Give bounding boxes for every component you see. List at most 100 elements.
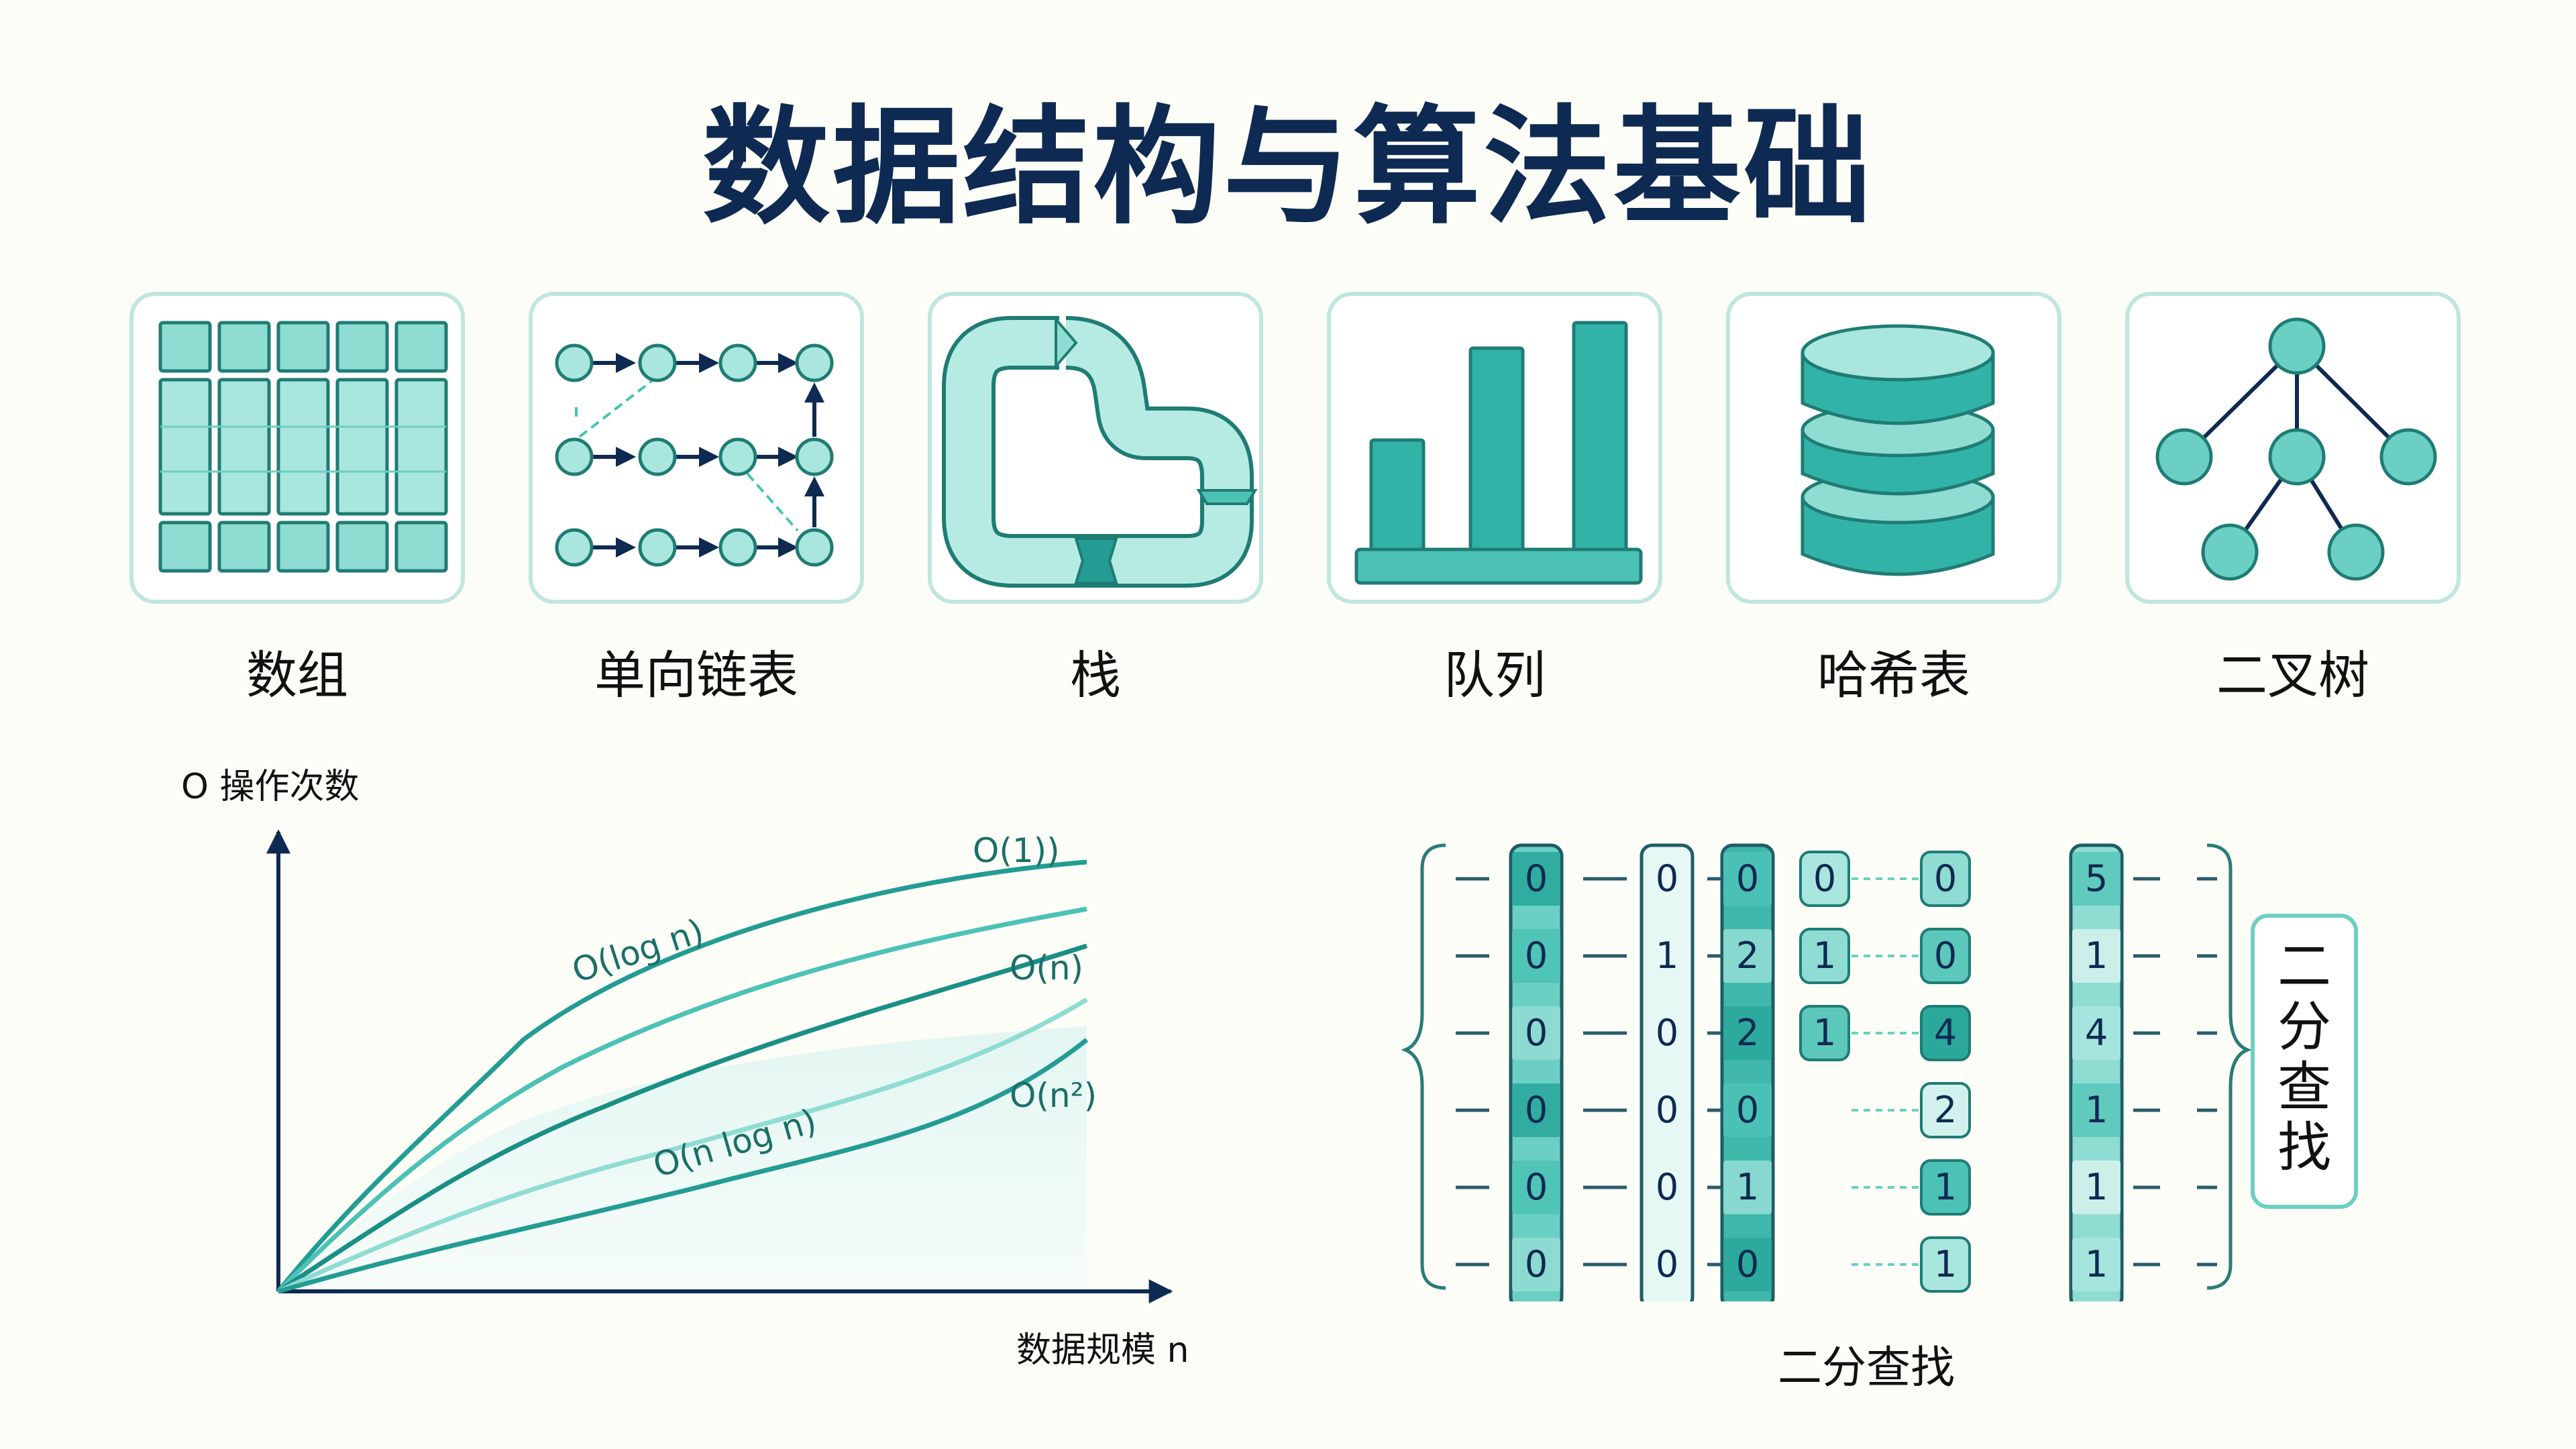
search-cell xyxy=(1512,1083,1560,1137)
binary-tree-card xyxy=(2125,292,2461,604)
curve-ologn xyxy=(276,906,1087,1293)
search-cell-value: 4 xyxy=(1934,1012,1957,1054)
queue-card xyxy=(1327,292,1662,604)
side-char-4: 找 xyxy=(2277,1116,2331,1179)
search-cell xyxy=(1512,852,1560,906)
search-cell xyxy=(2072,929,2121,983)
label-ologn: O(log n) xyxy=(568,912,708,991)
search-cell-value: 0 xyxy=(1934,857,1957,900)
search-cell-value: 1 xyxy=(1813,1012,1836,1054)
search-cell xyxy=(1723,929,1772,983)
binary-tree-label: 二叉树 xyxy=(2216,645,2369,705)
search-cell xyxy=(2072,1161,2121,1214)
tree-icon xyxy=(2155,317,2437,581)
linked-list-label: 单向链表 xyxy=(594,645,798,705)
search-column xyxy=(1720,843,1775,1301)
linked-list-card xyxy=(529,292,864,604)
search-cell-value: 1 xyxy=(2085,1166,2108,1208)
hash-table-label: 哈希表 xyxy=(1817,645,1970,705)
pipe-loop-icon xyxy=(942,315,1258,588)
y-axis-label: O 操作次数 xyxy=(181,767,359,807)
stack-label: 栈 xyxy=(1070,645,1121,705)
search-cell-value: 4 xyxy=(2085,1012,2108,1054)
search-cell xyxy=(1723,1083,1772,1137)
label-o1: O(1)) xyxy=(973,831,1060,870)
array-card xyxy=(129,292,465,604)
search-cell xyxy=(1512,929,1560,983)
search-cell xyxy=(1920,1005,1971,1061)
search-cell-value: 0 xyxy=(1656,857,1678,900)
search-cell-value: 0 xyxy=(1525,1243,1548,1285)
search-cell xyxy=(1920,1159,1971,1216)
search-cell-value: 0 xyxy=(1736,1243,1759,1285)
search-cell-value: 1 xyxy=(1934,1166,1957,1208)
search-cell-value: 0 xyxy=(1525,1012,1548,1054)
search-cell xyxy=(1920,1082,1971,1138)
database-cylinder-icon xyxy=(1801,324,1995,576)
search-cell xyxy=(1799,928,1850,984)
queue-label: 队列 xyxy=(1444,645,1546,705)
search-cell-value: 1 xyxy=(1736,1166,1759,1208)
linked-nodes-icon xyxy=(555,343,834,567)
search-cell xyxy=(1920,1236,1971,1293)
search-cell xyxy=(2072,1083,2121,1137)
hash-table-card xyxy=(1726,292,2061,604)
search-cell xyxy=(2072,1238,2121,1291)
search-cell-value: 0 xyxy=(1656,1243,1678,1285)
search-cell-value: 0 xyxy=(1525,1166,1548,1208)
search-cell-value: 5 xyxy=(2085,857,2108,900)
search-cell xyxy=(1512,1238,1560,1291)
search-cell-value: 0 xyxy=(1813,857,1836,900)
search-column xyxy=(1640,843,1695,1301)
search-cell xyxy=(1723,1238,1772,1291)
side-char-3: 查 xyxy=(2277,1056,2331,1118)
search-cell xyxy=(1799,1005,1850,1061)
search-cell-value: 1 xyxy=(2085,1243,2108,1285)
binary-search-side-box: 二 分 查 找 xyxy=(2251,914,2358,1209)
search-cell-value: 1 xyxy=(2085,934,2108,977)
search-cell-value: 0 xyxy=(1525,1089,1548,1131)
search-cell xyxy=(2072,1006,2121,1060)
search-cell xyxy=(1512,1161,1560,1214)
search-cell-value: 0 xyxy=(1736,857,1759,900)
right-brace xyxy=(2206,843,2252,1290)
search-cell-value: 1 xyxy=(2085,1089,2108,1131)
search-cell-value: 0 xyxy=(1934,934,1957,977)
left-brace xyxy=(1401,843,1446,1290)
x-axis-label: 数据规模 n xyxy=(1016,1330,1189,1371)
curve-on xyxy=(277,943,1088,1293)
search-cell xyxy=(1723,1161,1772,1214)
search-cell-value: 0 xyxy=(1525,857,1548,900)
search-cell-value: 2 xyxy=(1934,1089,1957,1131)
search-cell-value: 2 xyxy=(1736,1012,1759,1054)
label-on2: O(n²) xyxy=(1010,1076,1097,1115)
search-cell xyxy=(1723,1006,1772,1060)
label-on: O(n) xyxy=(1010,949,1083,987)
curve-onlogn xyxy=(278,1038,1089,1294)
search-cell-value: 0 xyxy=(1736,1089,1759,1131)
search-cell-value: 2 xyxy=(1736,934,1759,977)
side-char-2: 分 xyxy=(2277,996,2331,1058)
search-column xyxy=(1509,843,1564,1301)
side-char-1: 二 xyxy=(2277,935,2331,998)
grid-icon xyxy=(158,321,448,573)
search-cell xyxy=(1920,851,1971,907)
search-cell-value: 1 xyxy=(1934,1243,1957,1285)
binary-search-caption: 二分查找 xyxy=(1778,1342,1955,1393)
search-cell-value: 1 xyxy=(1656,934,1678,977)
stack-card xyxy=(928,292,1263,604)
search-cell-value: 0 xyxy=(1656,1166,1678,1208)
search-cell xyxy=(1512,1006,1560,1060)
array-label: 数组 xyxy=(246,645,348,705)
search-cell-value: 1 xyxy=(1813,934,1836,977)
search-cell xyxy=(1920,928,1971,984)
area-under-curve xyxy=(278,1026,1087,1291)
search-cell-value: 0 xyxy=(1525,934,1548,977)
search-cell xyxy=(1799,851,1850,907)
page-title: 数据结构与算法基础 xyxy=(702,93,1874,241)
search-cell-value: 0 xyxy=(1656,1089,1678,1131)
curve-on2 xyxy=(277,997,1088,1294)
curve-o1 xyxy=(276,859,1087,1293)
bar-stack-icon xyxy=(1354,321,1643,585)
